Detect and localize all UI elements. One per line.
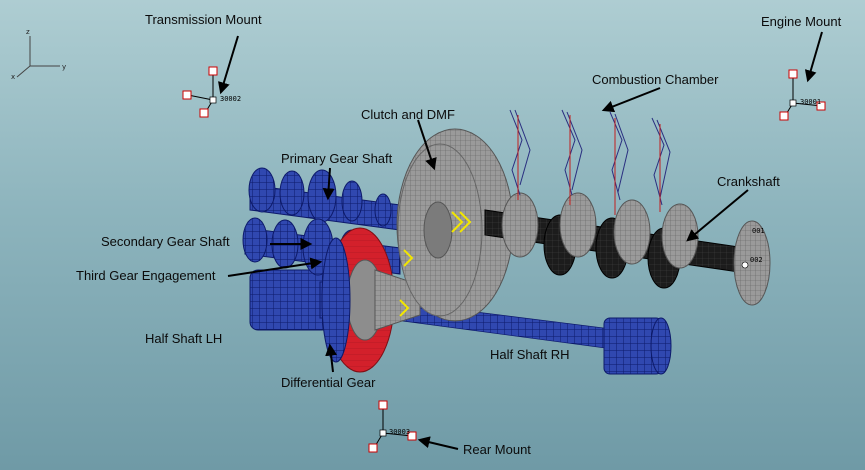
arrow-rear-mount (417, 436, 459, 450)
label-primary-gear-shaft: Primary Gear Shaft (281, 151, 393, 166)
label-third-gear-engagement: Third Gear Engagement (76, 268, 216, 283)
arrow-crankshaft (686, 189, 749, 242)
crankshaft-mesh: 002 001 (484, 192, 771, 306)
rear-mount-node-id: 30003 (389, 428, 410, 436)
crank-end-top-node-id: 001 (752, 227, 765, 235)
engine-mount-symbol: 30001 (779, 69, 826, 121)
arrow-third-gear-engagement (227, 257, 323, 277)
arrow-differential-gear (325, 343, 338, 373)
label-engine-mount: Engine Mount (761, 14, 842, 29)
axis-z-label: z (26, 28, 30, 36)
spring-connectors (399, 211, 472, 317)
label-secondary-gear-shaft: Secondary Gear Shaft (101, 234, 230, 249)
arrow-transmission-mount (218, 35, 239, 95)
half-shaft-rh (379, 299, 672, 375)
differential-gear (321, 227, 421, 373)
transmission-mount-symbol: 30002 (182, 66, 241, 118)
axis-y-label: y (62, 63, 66, 71)
callout-labels: Transmission Mount Engine Mount Combusti… (76, 12, 842, 457)
coordinate-triad: z y x (11, 28, 66, 81)
arrow-clutch-dmf (417, 119, 437, 171)
arrow-combustion-chamber (601, 87, 661, 113)
label-clutch-dmf: Clutch and DMF (361, 107, 455, 122)
arrow-engine-mount (804, 31, 823, 83)
rear-mount-symbol: 30003 (368, 400, 417, 453)
combustion-chamber-elements (509, 109, 671, 215)
engine-mount-node-id: 30001 (800, 98, 821, 106)
label-differential-gear: Differential Gear (281, 375, 376, 390)
label-transmission-mount: Transmission Mount (145, 12, 262, 27)
leader-arrows (218, 31, 823, 450)
label-combustion-chamber: Combustion Chamber (592, 72, 719, 87)
label-crankshaft: Crankshaft (717, 174, 780, 189)
label-rear-mount: Rear Mount (463, 442, 531, 457)
label-half-shaft-rh: Half Shaft RH (490, 347, 569, 362)
axis-x-label: x (11, 73, 15, 81)
arrow-primary-gear-shaft (322, 167, 335, 201)
clutch-dmf (396, 128, 514, 322)
crank-end-node-id: 002 (750, 256, 763, 264)
label-half-shaft-lh: Half Shaft LH (145, 331, 222, 346)
transmission-mount-node-id: 30002 (220, 95, 241, 103)
